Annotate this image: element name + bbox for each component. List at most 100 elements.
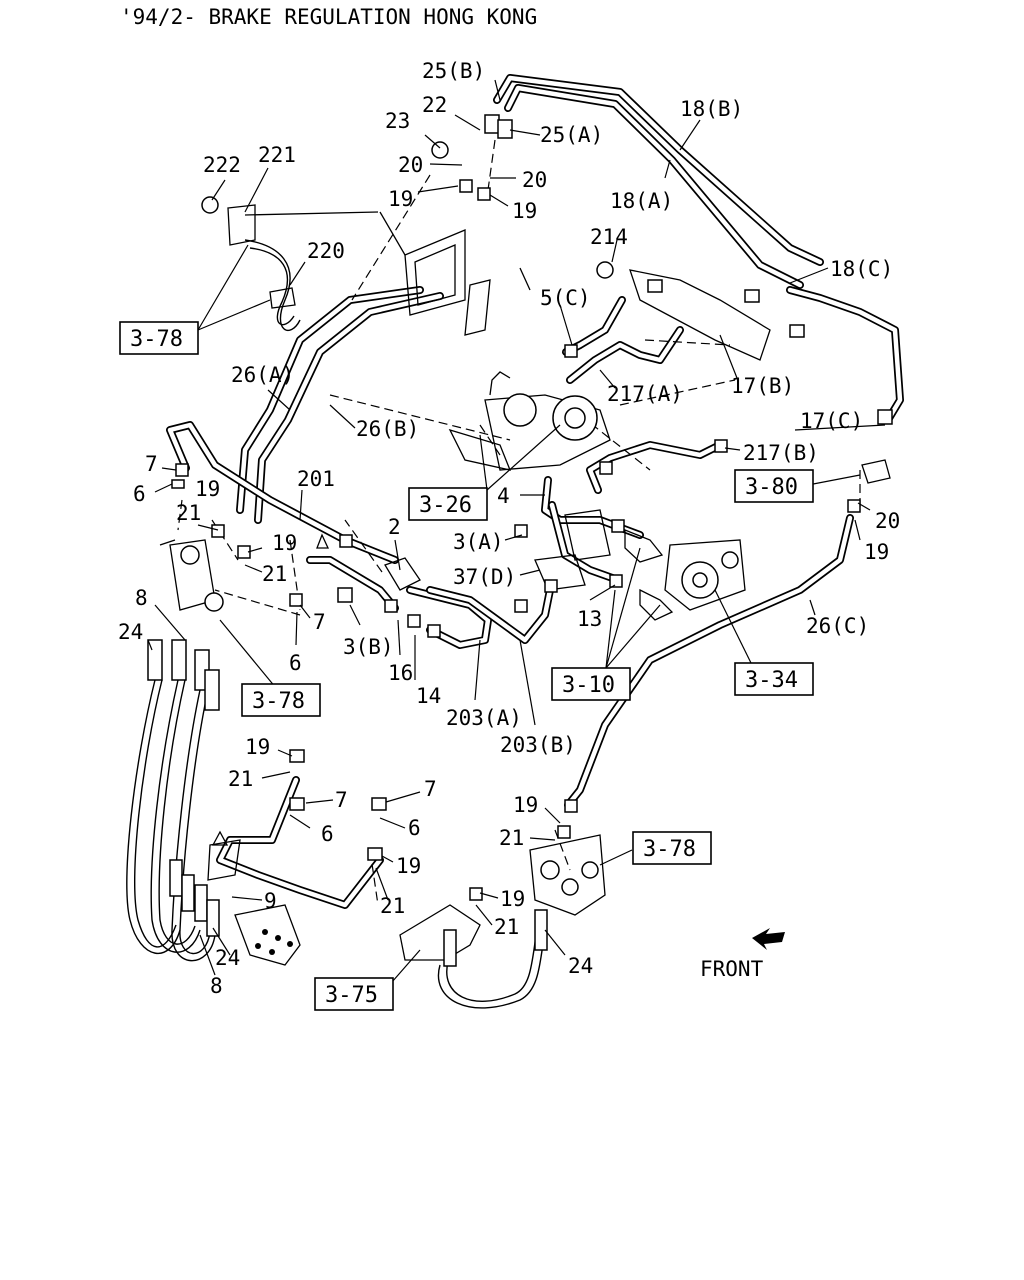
part-label: 26(A) [231, 363, 294, 387]
pipe-18c [786, 286, 904, 424]
connector-2 [384, 557, 421, 591]
part-label: 16 [388, 661, 413, 685]
valve-block-17b [629, 269, 771, 361]
part-label: 201 [297, 467, 335, 491]
flexible-hoses [126, 239, 546, 1009]
ref-3-10: 3-10 [562, 673, 615, 698]
part-label: 19 [195, 477, 220, 501]
part-label: 18(A) [610, 189, 673, 213]
part-label: 22 [422, 93, 447, 117]
part-label: 5(C) [540, 286, 591, 310]
valve-4 [564, 509, 611, 561]
reference-box: 3-34 [734, 662, 814, 696]
clip-220 [269, 287, 296, 309]
ref-3-78-a: 3-78 [130, 327, 183, 352]
part-label: 19 [388, 187, 413, 211]
part-label: 26(C) [806, 614, 869, 638]
part-labels: 25(B) 22 23 25(A) 18(B) 20 20 19 19 18(A… [118, 59, 900, 998]
diagram-title: '94/2- BRAKE REGULATION HONG KONG [120, 5, 537, 29]
part-label: 6 [289, 651, 302, 675]
part-label: 2 [388, 515, 401, 539]
clip-221 [227, 204, 256, 246]
front-label: FRONT [700, 957, 764, 981]
part-label: 19 [245, 735, 270, 759]
reference-box: 3-78 [119, 321, 199, 355]
part-label: 19 [500, 887, 525, 911]
part-label: 7 [313, 610, 326, 634]
part-label: 20 [522, 168, 547, 192]
master-cylinder-bracket [404, 229, 466, 316]
part-label: 8 [210, 974, 223, 998]
part-label: 8 [135, 586, 148, 610]
reference-box: 3-75 [314, 977, 394, 1011]
part-label: 25(A) [540, 123, 603, 147]
part-label: 17(B) [731, 374, 794, 398]
pipe-26c [564, 514, 854, 809]
part-label: 37(D) [453, 565, 516, 589]
part-label: 20 [398, 153, 423, 177]
valve-assembly-3-26 [484, 394, 611, 471]
part-label: 19 [513, 793, 538, 817]
part-label: 19 [272, 531, 297, 555]
part-label: 24 [215, 946, 240, 970]
leader-lines [147, 79, 886, 991]
ref-3-78-b: 3-78 [252, 689, 305, 714]
part-label: 17(C) [800, 409, 863, 433]
part-label: 7 [335, 788, 348, 812]
junction-3-80 [861, 459, 891, 484]
ref-3-26: 3-26 [419, 493, 472, 518]
bracket-37d [534, 554, 586, 591]
part-label: 23 [385, 109, 410, 133]
part-label: 6 [133, 482, 146, 506]
part-label: 21 [262, 562, 287, 586]
reference-box: 3-80 [734, 469, 814, 503]
fittings [147, 114, 893, 967]
part-label: 9 [264, 889, 277, 913]
part-label: 19 [512, 199, 537, 223]
bracket-9 [234, 904, 301, 966]
part-label: 24 [568, 954, 593, 978]
part-label: 19 [864, 540, 889, 564]
ref-3-75: 3-75 [325, 983, 378, 1008]
reference-box: 3-10 [551, 667, 631, 701]
bracket-3-75 [399, 904, 481, 961]
bracket-lower-right [529, 834, 606, 916]
ref-3-80: 3-80 [745, 475, 798, 500]
ref-3-34: 3-34 [745, 668, 798, 693]
part-label: 21 [494, 915, 519, 939]
part-label: 217(A) [607, 382, 683, 406]
part-label: 6 [321, 822, 334, 846]
part-label: 3(A) [453, 530, 504, 554]
lower-left-bracket [207, 839, 241, 881]
part-label: 203(B) [500, 733, 576, 757]
part-label: 20 [875, 509, 900, 533]
part-label: 220 [307, 239, 345, 263]
part-label: 21 [499, 826, 524, 850]
part-label: 203(A) [446, 706, 522, 730]
part-label: 19 [396, 854, 421, 878]
part-label: 13 [577, 607, 602, 631]
part-label: 217(B) [743, 441, 819, 465]
part-label: 21 [228, 767, 253, 791]
part-label: 222 [203, 153, 241, 177]
part-label: 18(C) [830, 257, 893, 281]
part-label: 25(B) [422, 59, 485, 83]
reference-box: 3-26 [408, 487, 488, 521]
part-label: 214 [590, 225, 628, 249]
lsp-valve-bracket [664, 539, 746, 611]
front-arrow-icon [752, 928, 785, 950]
pipe-18b [504, 84, 804, 289]
part-label: 7 [424, 777, 437, 801]
alignment-lines [177, 139, 861, 906]
part-label: 221 [258, 143, 296, 167]
part-label: 14 [416, 684, 441, 708]
part-label: 21 [380, 894, 405, 918]
part-label: 3(B) [343, 635, 394, 659]
brackets [159, 204, 891, 966]
reference-box: 3-78 [632, 831, 712, 865]
part-label: 6 [408, 816, 421, 840]
part-label: 21 [176, 501, 201, 525]
ref-3-78-c: 3-78 [643, 837, 696, 862]
part-label: 26(B) [356, 417, 419, 441]
